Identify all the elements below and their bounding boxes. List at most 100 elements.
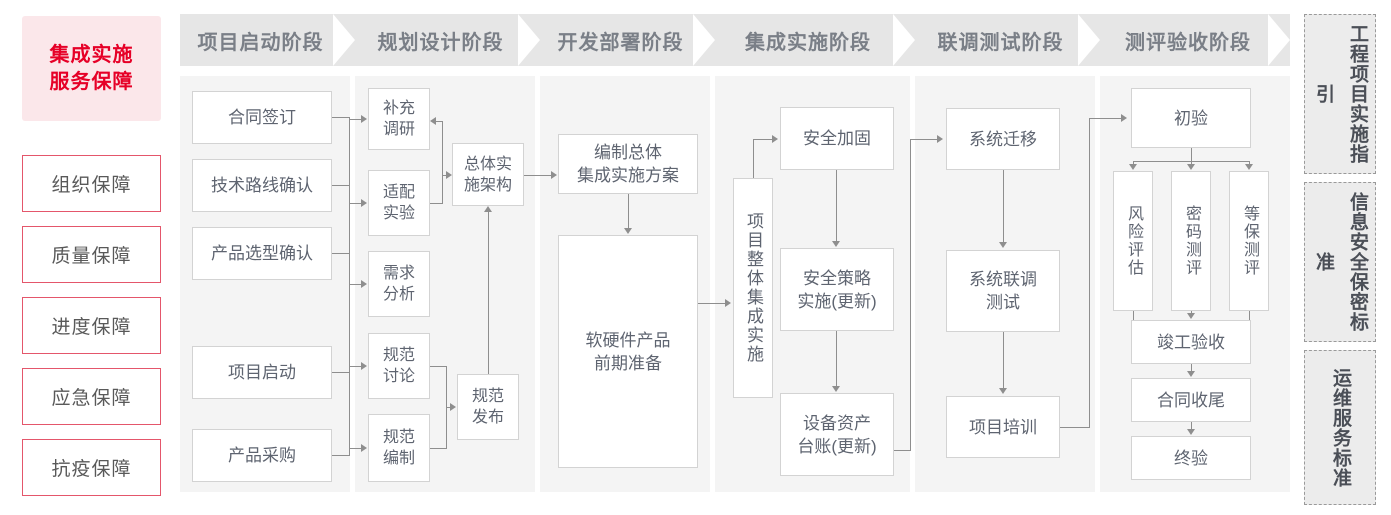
phase-header-6[interactable]: 测评验收阶段 [1100, 14, 1290, 66]
connector-to-initial-acceptance [1089, 118, 1122, 119]
task-node-final-acceptance[interactable]: 终验 [1131, 436, 1251, 480]
guarantee-item-3[interactable]: 应急保障 [22, 368, 161, 425]
standard-box-engineering[interactable]: 工程项目实施指引 [1304, 14, 1376, 174]
phase-header-4[interactable]: 集成实施阶段 [715, 14, 915, 66]
connector-merge-to-spec-release [446, 407, 451, 408]
guarantee-item-4[interactable]: 抗疫保障 [22, 439, 161, 496]
connector-merge-to-architecture [442, 175, 448, 176]
guarantee-item-0[interactable]: 组织保障 [22, 155, 161, 212]
guarantee-label: 应急保障 [51, 388, 132, 409]
connector-p2-merge-bus-top [442, 121, 443, 204]
lead-title-line1: 集成实施 [49, 43, 134, 66]
task-node-risk-assessment[interactable]: 风险评估 [1113, 171, 1153, 311]
task-node-security-policy[interactable]: 安全策略 实施(更新) [780, 248, 894, 331]
arrowhead-to-risk-icon [1129, 164, 1137, 170]
task-label: 补充 调研 [382, 100, 415, 138]
connector-architecture-feedback [436, 121, 443, 122]
task-node-security-hardening[interactable]: 安全加固 [780, 107, 894, 170]
connector-p1-selection-stub [332, 253, 350, 254]
task-label: 规范 编制 [382, 429, 415, 467]
guarantee-item-1[interactable]: 质量保障 [22, 226, 161, 283]
task-node-spec-release[interactable]: 规范 发布 [457, 374, 519, 440]
task-node-project-kickoff[interactable]: 项目启动 [192, 346, 332, 399]
task-label: 项目整体集成实施 [744, 212, 763, 364]
connector-to-system-migration [910, 139, 938, 140]
arrowhead-to-supplementary-icon [361, 115, 367, 123]
connector-integration-to-hardening [753, 139, 773, 140]
task-node-contract-closure[interactable]: 合同收尾 [1131, 378, 1251, 422]
task-node-spec-discussion[interactable]: 规范 讨论 [368, 333, 430, 399]
phase-header-label: 集成实施阶段 [745, 31, 871, 54]
connector-fan-right [1249, 161, 1250, 165]
phase-header-label: 项目启动阶段 [197, 31, 324, 54]
connector-to-supplementary [349, 119, 361, 120]
guarantee-label: 抗疫保障 [51, 459, 132, 480]
task-label: 等保测评 [1241, 205, 1258, 277]
task-label: 风险评估 [1125, 205, 1142, 277]
task-label: 安全策略 实施(更新) [797, 268, 877, 311]
phase-header-5[interactable]: 联调测试阶段 [915, 14, 1100, 66]
task-node-hw-sw-preparation[interactable]: 软硬件产品 前期准备 [558, 235, 698, 468]
phase-header-label: 规划设计阶段 [377, 31, 504, 54]
task-node-product-purchase[interactable]: 产品采购 [192, 429, 332, 482]
connector-closure-to-final [1191, 422, 1192, 430]
task-label: 产品采购 [228, 446, 296, 465]
task-label: 软硬件产品 前期准备 [585, 330, 671, 373]
guarantee-label: 组织保障 [51, 175, 132, 196]
task-node-joint-debug-test[interactable]: 系统联调 测试 [946, 250, 1060, 332]
chevron-separator-icon-2 [511, 14, 548, 66]
task-label: 需求 分析 [382, 265, 415, 303]
arrowhead-to-test-icon [999, 242, 1007, 248]
task-node-mlps-evaluation[interactable]: 等保测评 [1229, 171, 1269, 311]
connector-ledger-riser [910, 139, 911, 451]
arrowhead-to-final-icon [1187, 429, 1195, 435]
task-node-draft-integration-plan[interactable]: 编制总体 集成实施方案 [558, 134, 698, 194]
arrowhead-to-adaptation-icon [361, 199, 367, 207]
standard-box-ops[interactable]: 运维服务标准 [1304, 350, 1376, 505]
arrowhead-to-policy-icon [832, 241, 840, 247]
phase-header-label: 开发部署阶段 [557, 31, 684, 54]
task-label: 设备资产 台账(更新) [797, 413, 877, 456]
task-node-overall-integration[interactable]: 项目整体集成实施 [733, 178, 773, 398]
connector-ledger-out [894, 450, 911, 451]
phase-header-3[interactable]: 开发部署阶段 [540, 14, 715, 66]
arrowhead-to-crypto-icon [1187, 164, 1195, 170]
chevron-separator-icon-5 [1071, 14, 1108, 66]
task-node-system-migration[interactable]: 系统迁移 [946, 108, 1060, 170]
task-node-project-training[interactable]: 项目培训 [946, 396, 1060, 458]
task-node-tech-route[interactable]: 技术路线确认 [192, 159, 332, 212]
task-label: 安全加固 [803, 129, 871, 148]
lead-title-line2: 服务保障 [49, 70, 134, 93]
connector-migration-to-test [1003, 170, 1004, 243]
task-node-asset-ledger[interactable]: 设备资产 台账(更新) [780, 393, 894, 476]
task-node-requirement-analysis[interactable]: 需求 分析 [368, 251, 430, 317]
task-node-contract-signing[interactable]: 合同签订 [192, 91, 332, 144]
guarantee-item-2[interactable]: 进度保障 [22, 297, 161, 354]
task-label: 产品选型确认 [211, 244, 313, 263]
task-node-spec-drafting[interactable]: 规范 编制 [368, 414, 430, 482]
guarantee-label: 进度保障 [51, 317, 132, 338]
chevron-separator-icon-4 [886, 14, 923, 66]
task-node-initial-acceptance[interactable]: 初验 [1131, 88, 1251, 148]
task-node-overall-architecture[interactable]: 总体实 施架构 [452, 143, 524, 206]
task-node-completion-acceptance[interactable]: 竣工验收 [1131, 320, 1251, 364]
standard-box-infosec[interactable]: 信息安全保密标准 [1304, 182, 1376, 342]
task-label: 系统迁移 [969, 129, 1037, 149]
phase-header-1[interactable]: 项目启动阶段 [180, 14, 355, 66]
task-label: 终验 [1174, 448, 1208, 468]
arrowhead-to-spec-release-icon [450, 403, 456, 411]
phase-column-bg-1 [180, 76, 350, 492]
chevron-separator-icon-3 [686, 14, 723, 66]
task-label: 系统联调 测试 [969, 270, 1037, 312]
connector-mlps-out [1249, 311, 1250, 321]
connector-to-spec-drafting [349, 448, 361, 449]
phase-header-2[interactable]: 规划设计阶段 [355, 14, 540, 66]
task-node-adaptation-test[interactable]: 适配 实验 [368, 170, 430, 236]
task-node-supplementary-research[interactable]: 补充 调研 [368, 88, 430, 150]
connector-completion-to-closure [1191, 364, 1192, 372]
connector-fan-mid [1191, 161, 1192, 165]
chevron-separator-icon-6 [1261, 14, 1298, 66]
connector-spec-release-up [488, 212, 489, 375]
task-node-crypto-evaluation[interactable]: 密码测评 [1171, 171, 1211, 311]
task-node-product-selection[interactable]: 产品选型确认 [192, 227, 332, 280]
